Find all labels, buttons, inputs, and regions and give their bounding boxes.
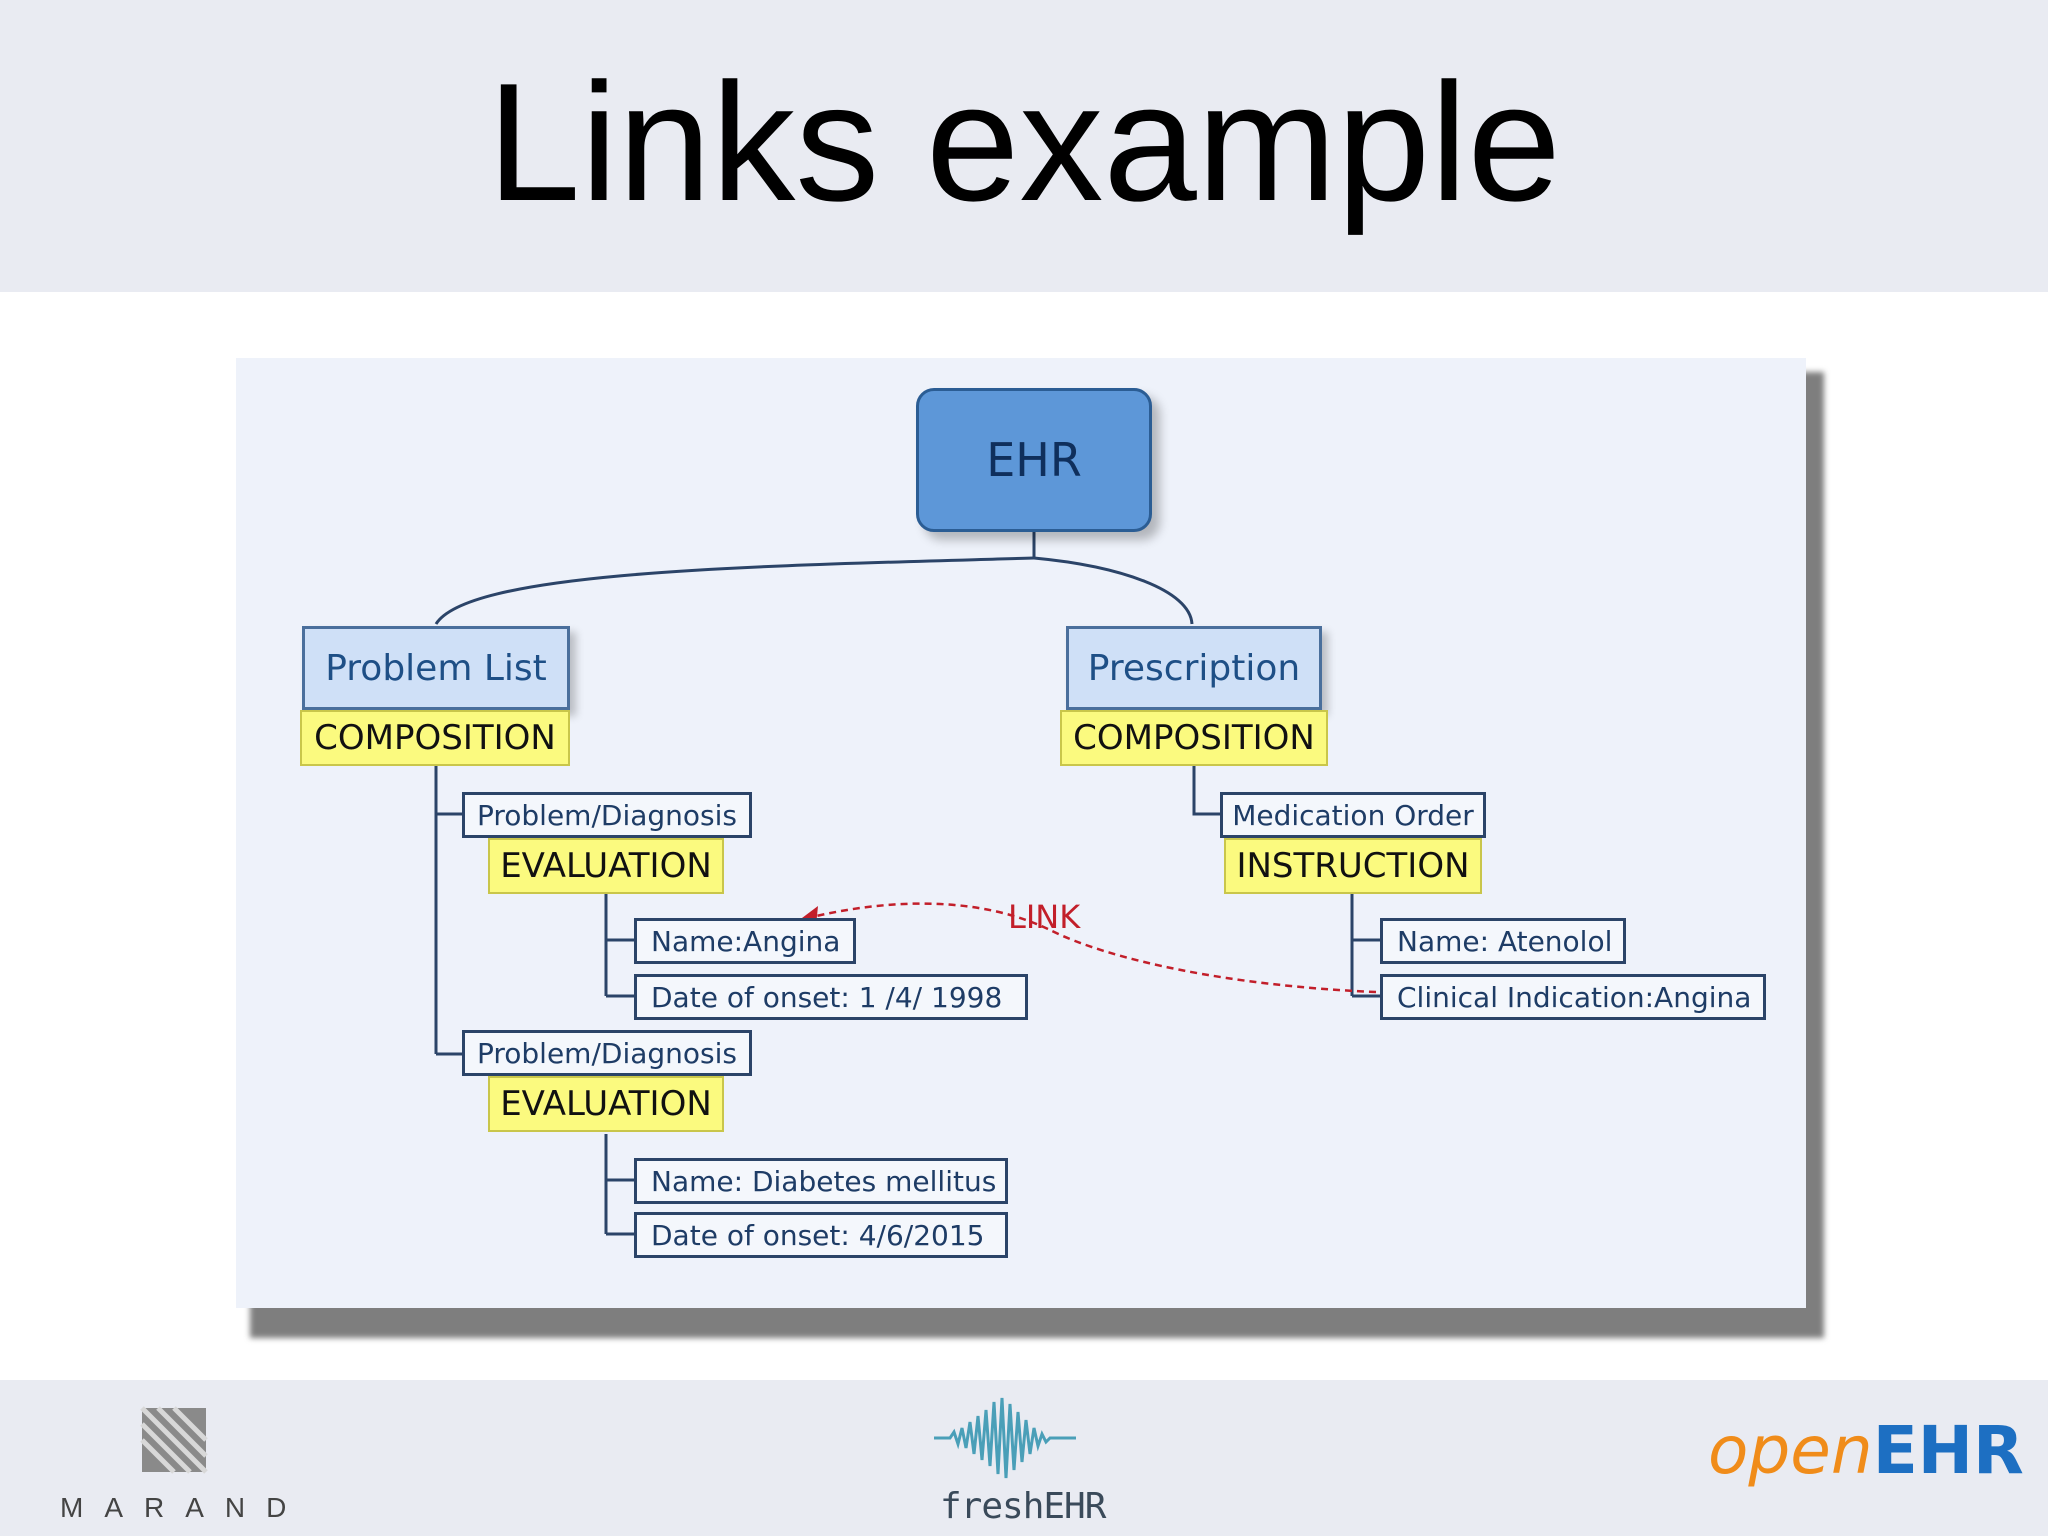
evaluation1-type: EVALUATION (488, 838, 724, 894)
connector-ehr-prescription (1033, 556, 1194, 625)
evaluation1-name: Name:Angina (634, 918, 856, 964)
prescription-header: Prescription (1066, 626, 1322, 710)
problem-list-composition: COMPOSITION (300, 710, 570, 766)
marand-logo-text: MARAND (60, 1492, 308, 1523)
link-arrow-line (807, 902, 1377, 994)
prescription-composition: COMPOSITION (1060, 710, 1328, 766)
slide-title: Links example (487, 48, 1561, 236)
freshehr-waveform-icon (934, 1397, 1076, 1479)
openehr-logo-ehr: EHR (1872, 1412, 2024, 1489)
footer-band (0, 1380, 2048, 1536)
evaluation1-header: Problem/Diagnosis (462, 792, 752, 838)
connector-ehr-problem-list (434, 556, 1035, 625)
problem-list-header: Problem List (302, 626, 570, 710)
marand-logo-icon (140, 1406, 208, 1474)
evaluation2-header: Problem/Diagnosis (462, 1030, 752, 1076)
evaluation1-date-of-onset: Date of onset: 1 /4/ 1998 (634, 974, 1028, 1020)
instruction-clinical-indication: Clinical Indication:Angina (1380, 974, 1766, 1020)
link-label: LINK (1008, 898, 1081, 936)
evaluation2-type: EVALUATION (488, 1076, 724, 1132)
ehr-root-node: EHR (916, 388, 1152, 532)
evaluation2-name: Name: Diabetes mellitus (634, 1158, 1008, 1204)
openehr-logo: openEHR (1708, 1418, 2024, 1484)
instruction-type: INSTRUCTION (1224, 838, 1482, 894)
openehr-logo-open: open (1708, 1412, 1873, 1489)
connector-rx-trunk (1192, 766, 1222, 816)
instruction-header: Medication Order (1220, 792, 1486, 838)
instruction-name: Name: Atenolol (1380, 918, 1626, 964)
evaluation2-date-of-onset: Date of onset: 4/6/2015 (634, 1212, 1008, 1258)
freshehr-logo-text: freshEHR (940, 1486, 1106, 1527)
title-band (0, 0, 2048, 292)
